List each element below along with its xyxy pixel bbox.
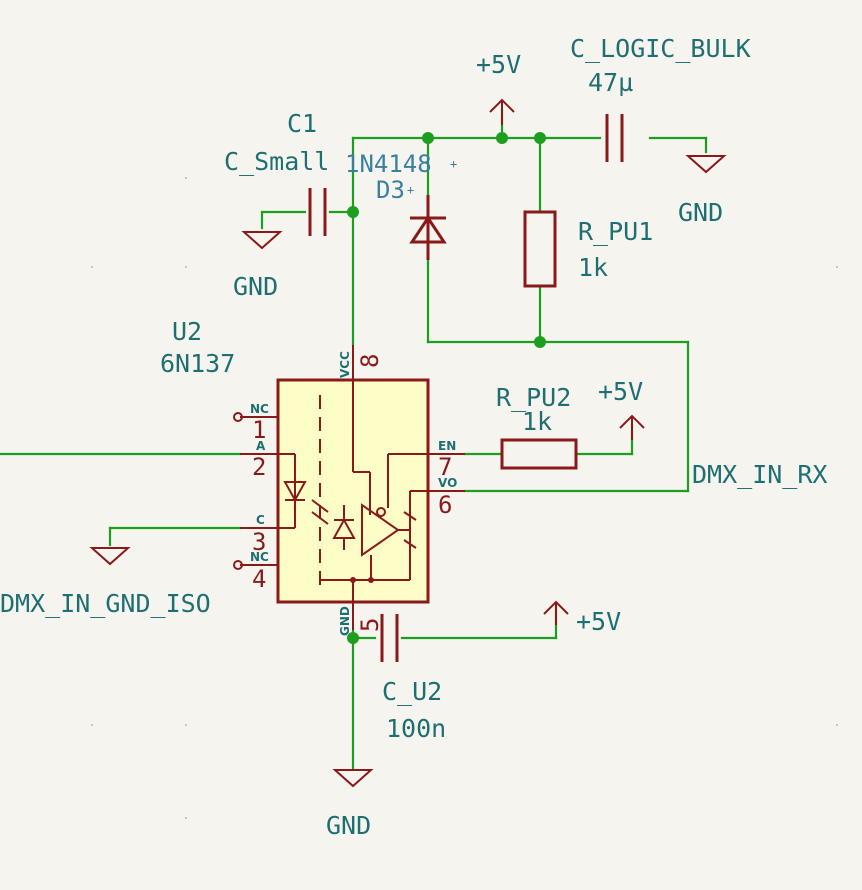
pin-name-3: C bbox=[256, 513, 265, 527]
pin-name-2: A bbox=[256, 439, 266, 453]
pin-name-6: VO bbox=[438, 476, 457, 490]
diode-d3[interactable] bbox=[409, 195, 447, 260]
capacitor-c1[interactable] bbox=[308, 188, 327, 236]
d3-ref-anchor-icon: + bbox=[407, 183, 414, 197]
optocoupler-u2[interactable] bbox=[233, 345, 465, 630]
junction bbox=[347, 206, 359, 218]
resistor-rpu2[interactable] bbox=[500, 438, 578, 470]
cbulk-ref: C_LOGIC_BULK bbox=[570, 34, 751, 63]
gnd-symbol-iso[interactable] bbox=[89, 547, 131, 566]
gnd-label: GND bbox=[678, 198, 723, 227]
rpu1-value: 1k bbox=[578, 253, 608, 282]
gnd-symbol-u2[interactable]: GND bbox=[326, 769, 374, 840]
power-label: +5V bbox=[576, 607, 621, 636]
pin-name-8: VCC bbox=[338, 351, 352, 378]
power-label: +5V bbox=[476, 50, 521, 79]
junctions bbox=[347, 132, 546, 644]
pin-name-5: GND bbox=[338, 606, 352, 636]
junction bbox=[347, 632, 359, 644]
cu2-value: 100n bbox=[386, 714, 446, 743]
cu2-ref: C_U2 bbox=[382, 677, 442, 706]
junction bbox=[422, 132, 434, 144]
junction bbox=[534, 132, 546, 144]
pin-number-7: 7 bbox=[438, 453, 452, 481]
resistor-rpu1[interactable] bbox=[523, 210, 557, 288]
junction bbox=[534, 336, 546, 348]
net-label-gnd-iso[interactable]: DMX_IN_GND_ISO bbox=[0, 589, 211, 618]
pin-number-1: 1 bbox=[252, 416, 266, 444]
power-5v-rpu2[interactable]: +5V bbox=[598, 377, 645, 440]
pin-name-7: EN bbox=[438, 439, 456, 453]
power-5v-top[interactable]: +5V bbox=[476, 50, 521, 125]
gnd-symbol-bulk[interactable]: GND bbox=[678, 155, 727, 227]
d3-ref: D3 bbox=[376, 176, 405, 204]
net-label-rx[interactable]: DMX_IN_RX bbox=[692, 460, 827, 489]
capacitor-bulk[interactable] bbox=[605, 114, 624, 162]
u2-value: 6N137 bbox=[160, 349, 235, 378]
pin-number-8: 8 bbox=[356, 354, 384, 368]
rpu1-ref: R_PU1 bbox=[578, 217, 653, 246]
pin-number-3: 3 bbox=[252, 528, 266, 556]
pin-number-2: 2 bbox=[252, 453, 266, 481]
cbulk-value: 47µ bbox=[588, 68, 633, 97]
pin-name-4: NC bbox=[250, 550, 269, 564]
pin-number-5: 5 bbox=[356, 618, 384, 632]
grid bbox=[91, 177, 838, 819]
capacitor-cu2[interactable] bbox=[380, 614, 399, 662]
rpu2-value: 1k bbox=[522, 407, 552, 436]
gnd-label: GND bbox=[326, 811, 371, 840]
power-5v-cu2[interactable]: +5V bbox=[543, 600, 621, 636]
junction bbox=[496, 132, 508, 144]
u2-ref: U2 bbox=[172, 317, 202, 346]
d3-value-anchor-icon: + bbox=[450, 157, 457, 171]
gnd-symbol-c1[interactable]: GND bbox=[233, 231, 283, 301]
power-label: +5V bbox=[598, 377, 643, 406]
c1-ref: C1 bbox=[287, 109, 317, 138]
pin-number-4: 4 bbox=[252, 565, 266, 593]
gnd-label: GND bbox=[233, 272, 278, 301]
pin-number-6: 6 bbox=[438, 491, 452, 519]
d3-value: 1N4148 bbox=[345, 150, 432, 178]
c1-value: C_Small bbox=[224, 147, 329, 176]
wires bbox=[0, 108, 708, 770]
pin-name-1: NC bbox=[250, 402, 269, 416]
rpu2-ref: R_PU2 bbox=[496, 383, 571, 412]
